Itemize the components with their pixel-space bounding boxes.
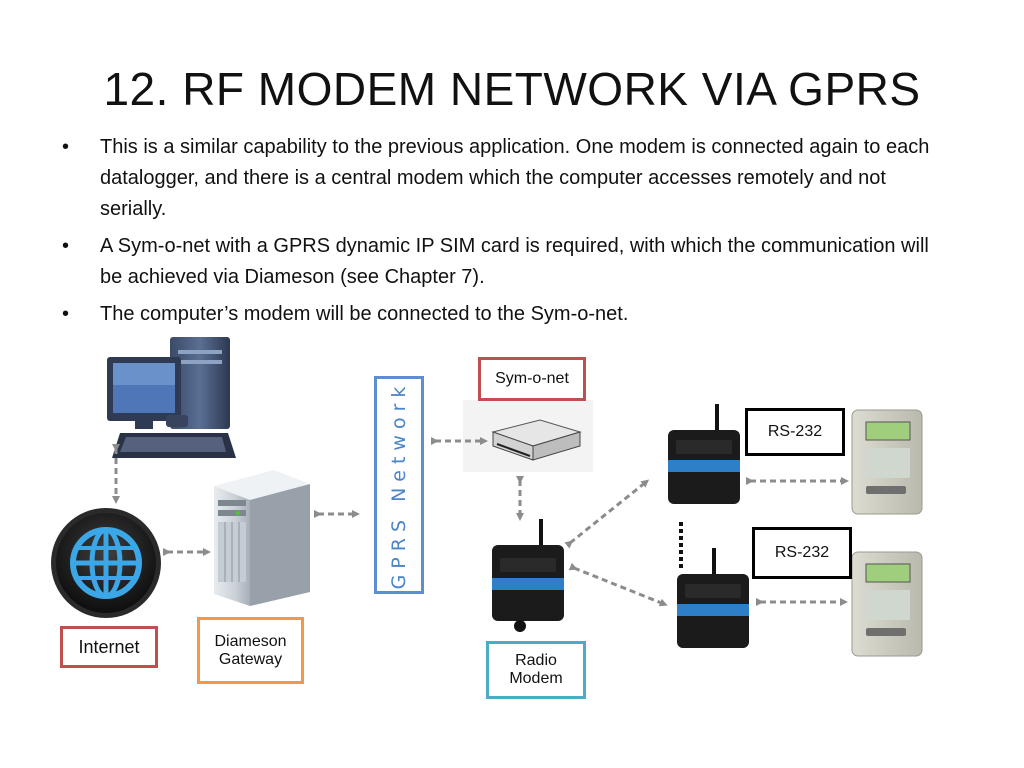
bullet-text: The computer’s modem will be connected t… <box>100 303 629 325</box>
connection-arrows <box>112 437 849 607</box>
desktop-computer-icon <box>107 337 236 458</box>
router-icon <box>463 400 593 472</box>
bullet-glyph: • <box>62 235 70 257</box>
bullet-list: • This is a similar capability to the pre… <box>62 132 942 336</box>
gprs-network-label: GPRS Network <box>388 380 410 590</box>
datalogger-icon <box>851 409 923 515</box>
gprs-network-box: GPRS Network <box>374 376 424 594</box>
slide-title: 12. RF MODEM NETWORK VIA GPRS <box>103 63 921 115</box>
diameson-label-line1: Diameson <box>214 632 287 650</box>
radio-modem-label: Radio Modem <box>486 641 586 699</box>
arrow-radio-modem-bottom <box>568 562 668 607</box>
rs232-label-top: RS-232 <box>745 408 845 456</box>
bullet-text: This is a similar capability to the prev… <box>100 136 930 220</box>
bullet-glyph: • <box>62 136 70 158</box>
bullet-text: A Sym-o-net with a GPRS dynamic IP SIM c… <box>100 235 929 288</box>
rs232-label-bottom: RS-232 <box>752 527 852 579</box>
bullet-item: • This is a similar capability to the pre… <box>62 132 942 225</box>
diameson-label-line2: Gateway <box>218 650 283 668</box>
bullet-item: • The computer’s modem will be connected … <box>62 299 942 330</box>
radio-label-line2: Modem <box>509 670 563 687</box>
bullet-item: • A Sym-o-net with a GPRS dynamic IP SIM … <box>62 231 942 293</box>
radio-modem-icon <box>677 548 749 648</box>
server-icon <box>214 470 310 606</box>
arrow-radio-modem-top <box>564 479 650 549</box>
symonet-label: Sym-o-net <box>478 357 586 401</box>
radio-label-line1: Radio <box>515 652 557 669</box>
radio-modem-icon <box>492 519 564 632</box>
radio-modem-icon <box>668 404 740 504</box>
ellipsis-dots <box>679 522 683 568</box>
diameson-gateway-label: Diameson Gateway <box>197 617 304 684</box>
globe-icon <box>51 508 161 618</box>
bullet-glyph: • <box>62 303 70 325</box>
datalogger-icon <box>851 551 923 657</box>
internet-label: Internet <box>60 626 158 668</box>
